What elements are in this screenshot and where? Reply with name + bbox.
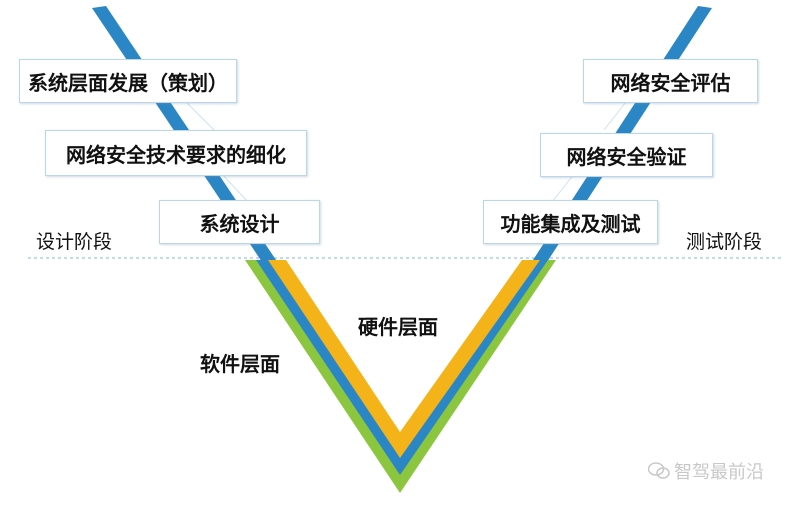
watermark: 智驾最前沿 (648, 458, 764, 484)
function-integration-testing-box: 功能集成及测试 (483, 200, 658, 244)
hardware-layer-label: 硬件层面 (358, 315, 438, 339)
right-flow-line-2 (551, 173, 575, 203)
software-layer-label: 软件层面 (200, 352, 280, 376)
v-band-orange (268, 260, 540, 458)
system-level-development-box: 系统层面发展（策划） (19, 59, 237, 103)
design-stage-label: 设计阶段 (36, 231, 113, 253)
left-flow-line-1 (185, 101, 217, 133)
testing-stage-label: 测试阶段 (686, 231, 763, 253)
watermark-text: 智驾最前沿 (674, 462, 764, 483)
security-requirements-refinement-box: 网络安全技术要求的细化 (45, 130, 307, 176)
wechat-logo-icon (648, 462, 670, 479)
system-design-box: 系统设计 (159, 200, 320, 244)
left-flow-line-2 (221, 173, 251, 205)
security-assessment-box: 网络安全评估 (583, 59, 758, 103)
right-flow-line-1 (603, 101, 627, 131)
security-verification-box: 网络安全验证 (540, 133, 713, 177)
